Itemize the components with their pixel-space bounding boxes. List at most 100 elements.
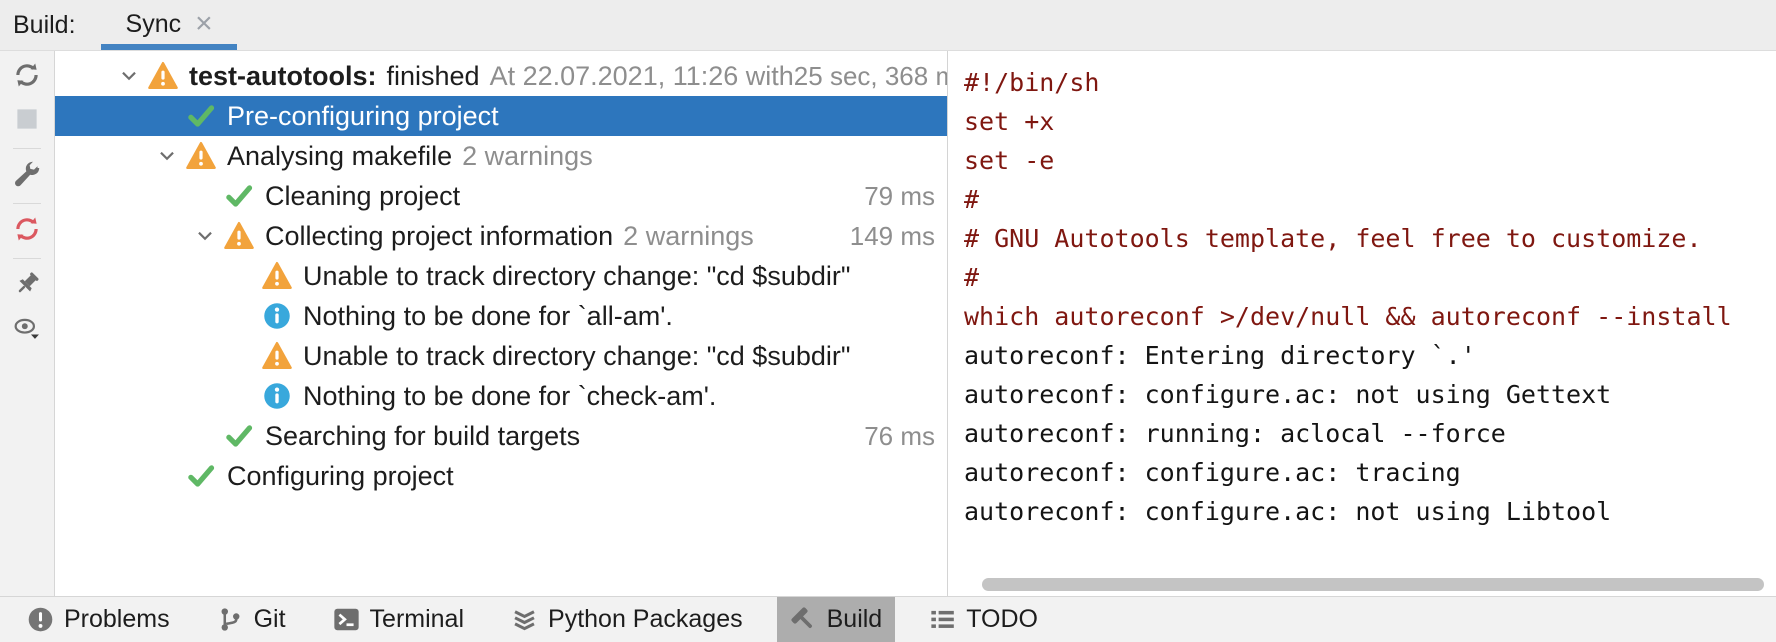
console-line: # [964,263,980,292]
toolbar-item-terminal[interactable]: Terminal [320,597,477,642]
tool-window-header: Build: Sync × [0,0,1776,50]
refresh-icon [13,61,41,94]
problems-icon [27,606,64,633]
tree-row-label: Analysing makefile [227,140,453,171]
console-line: autoreconf: configure.ac: not using Libt… [964,497,1612,526]
terminal-icon [333,606,370,633]
toolbar-item-label: Problems [64,605,170,633]
sync-tab[interactable]: Sync × [100,0,237,50]
console-line: # GNU Autotools template, feel free to c… [964,224,1702,253]
tree-row[interactable]: Unable to track directory change: "cd $s… [55,336,947,376]
warning-icon [224,221,254,251]
duration-label: 79 ms [864,180,935,211]
chevron-down-icon[interactable] [148,145,186,167]
tree-row[interactable]: Analysing makefile 2 warnings [55,136,947,176]
close-icon[interactable]: × [195,7,213,40]
check-icon [224,181,254,211]
tree-row-label: test-autotools: [189,60,377,91]
tree-row-label: Searching for build targets [265,420,581,451]
warning-icon [262,261,292,291]
pin-icon [13,270,41,303]
console-line: autoreconf: Entering directory `.' [964,341,1476,370]
toolbar-item-git[interactable]: Git [204,597,299,642]
tree-row-label: Unable to track directory change: "cd $s… [303,260,851,291]
console-line: set +x [964,107,1055,136]
sync-tab-title: Sync [125,9,182,38]
console-line: #!/bin/sh [964,68,1100,97]
toolbar-divider [13,203,41,204]
toolbar-item-label: Git [253,605,286,633]
toolbar-divider [13,148,41,149]
duration-label: 76 ms [864,420,935,451]
toolbar-item-label: Terminal [369,605,465,633]
tree-row-label: Collecting project information [265,220,614,251]
tree-row[interactable]: Pre-configuring project [55,96,947,136]
git-icon [217,606,254,633]
console-line: which autoreconf >/dev/null && autorecon… [964,302,1732,331]
refresh-button[interactable] [5,55,49,99]
console-panel: #!/bin/sh set +x set -e # # GNU Autotools te… [948,51,1776,596]
stop-button[interactable] [5,99,49,143]
build-label: Build: [13,10,76,39]
tree-row[interactable]: Unable to track directory change: "cd $s… [55,256,947,296]
console-line: autoreconf: running: aclocal --force [964,419,1506,448]
warning-icon [148,61,178,91]
duration-label: 25 sec, 368 ms [793,60,947,91]
console-line: # [964,185,980,214]
wrench-icon [13,160,41,193]
refresh-red-icon [13,215,41,248]
sidebar-toolbar [0,51,55,596]
hammer-icon [790,606,827,633]
duration-label: 149 ms [849,220,935,251]
tree-row[interactable]: Configuring project [55,456,947,496]
tree-row-label: finished [386,60,480,91]
check-icon [186,101,216,131]
build-steps-tree: test-autotools: finished At 22.07.2021, 11… [55,51,948,596]
console-line: autoreconf: configure.ac: tracing [964,458,1461,487]
tree-row[interactable]: Cleaning project 79 ms [55,176,947,216]
console-line: set -e [964,146,1055,175]
build-tool-window: test-autotools: finished At 22.07.2021, 11… [0,50,1776,596]
toolbar-divider [13,258,41,259]
info-icon [262,301,292,331]
tree-row-label: Configuring project [227,460,454,491]
horizontal-scrollbar[interactable] [948,577,1776,593]
settings-button[interactable] [5,154,49,198]
reload-button[interactable] [5,209,49,253]
toolbar-item-problems[interactable]: Problems [14,597,183,642]
tree-row-label: Unable to track directory change: "cd $s… [303,340,851,371]
tree-row[interactable]: Collecting project information 2 warnings… [55,216,947,256]
tool-window-bar: Problems Git Terminal Python Packages Build T… [0,596,1776,642]
tree-row-label: At 22.07.2021, 11:26 with [489,60,794,91]
tree-row-label: Pre-configuring project [227,100,499,131]
packages-icon [511,606,548,633]
info-icon [262,381,292,411]
chevron-down-icon[interactable] [186,225,224,247]
toolbar-item-label: Python Packages [548,605,743,633]
pin-button[interactable] [5,264,49,308]
tree-row[interactable]: Searching for build targets 76 ms [55,416,947,456]
tree-row-label: Cleaning project [265,180,461,211]
tree-row-label: 2 warnings [462,140,593,171]
tree-row-label: Nothing to be done for `check-am'. [303,380,717,411]
scrollbar-thumb[interactable] [982,578,1764,591]
tree-row[interactable]: test-autotools: finished At 22.07.2021, 11… [55,56,947,96]
tree-row[interactable]: Nothing to be done for `all-am'. [55,296,947,336]
todo-icon [929,606,966,633]
chevron-down-icon[interactable] [110,65,148,87]
console-output: #!/bin/sh set +x set -e # # GNU Autotools te… [948,51,1776,531]
eye-icon [13,314,41,347]
warning-icon [262,341,292,371]
tree-row-label: 2 warnings [623,220,754,251]
console-line: autoreconf: configure.ac: not using Gett… [964,380,1612,409]
check-icon [224,421,254,451]
toolbar-item-todo[interactable]: TODO [916,597,1051,642]
warning-icon [186,141,216,171]
toolbar-item-build[interactable]: Build [776,597,896,642]
tree-row[interactable]: Nothing to be done for `check-am'. [55,376,947,416]
check-icon [186,461,216,491]
preview-button[interactable] [5,308,49,352]
toolbar-item-python-packages[interactable]: Python Packages [498,597,756,642]
tree-row-label: Nothing to be done for `all-am'. [303,300,673,331]
toolbar-item-label: Build [826,605,883,633]
